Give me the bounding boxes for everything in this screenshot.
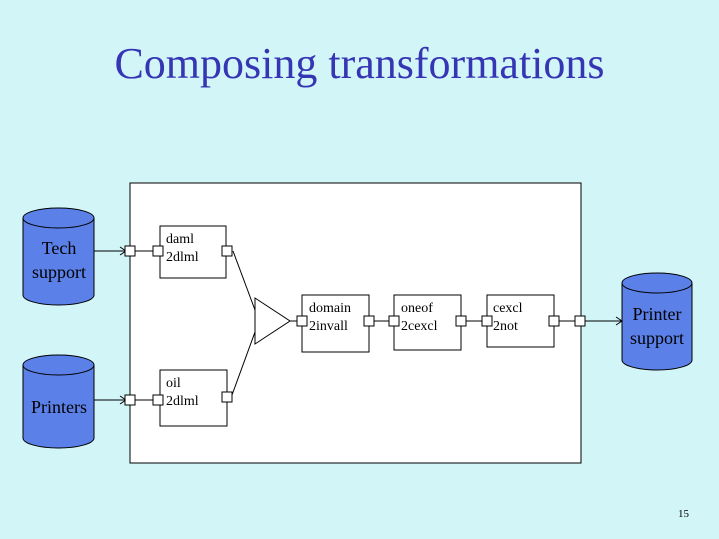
source-printers: Printers — [23, 395, 95, 419]
merge-triangle — [254, 297, 291, 345]
page-number: 15 — [678, 508, 689, 520]
slide-title: Composing transformations — [114, 39, 605, 88]
source-label: Tech — [41, 238, 77, 258]
sink-printer-support: Printer support — [621, 302, 693, 350]
sink-label: Printer — [632, 304, 682, 324]
source-label: Printers — [31, 397, 87, 417]
ports — [124, 245, 586, 406]
sink-label: support — [630, 328, 684, 348]
cylinder-printers — [22, 354, 95, 449]
source-tech-support: Tech support — [23, 236, 95, 284]
source-label: support — [32, 262, 86, 282]
cylinder-printer-support — [621, 272, 693, 371]
transform-box-oil — [159, 369, 228, 427]
transform-box-daml — [159, 225, 227, 279]
cylinder-tech-support — [22, 207, 95, 306]
